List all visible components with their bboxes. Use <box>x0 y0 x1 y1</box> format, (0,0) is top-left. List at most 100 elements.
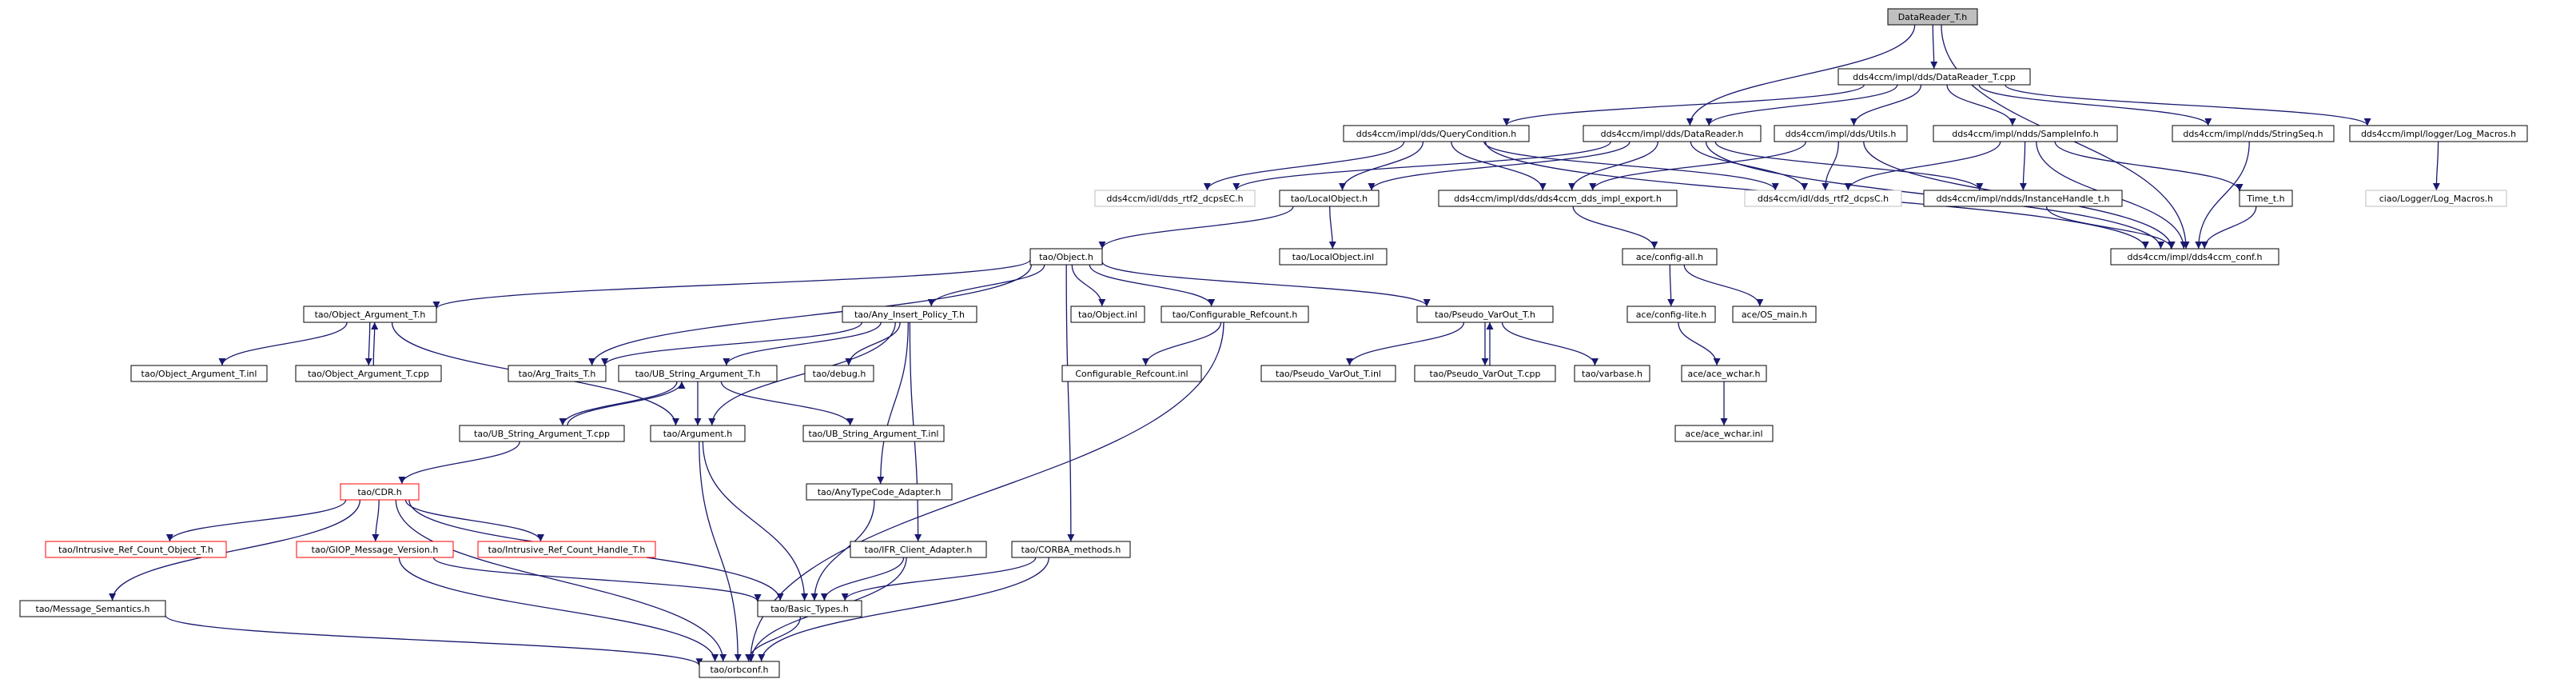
file-node-box <box>1414 365 1556 382</box>
dependency-edge <box>432 557 762 602</box>
file-node[interactable]: dds4ccm/idl/dds_rtf2_dcpsEC.h <box>1094 190 1256 207</box>
file-node[interactable]: tao/debug.h <box>804 365 874 382</box>
root-file-node: DataReader_T.h <box>1887 8 1978 26</box>
file-node-label: tao/Configurable_Refcount.h <box>1173 310 1298 320</box>
file-node-box <box>1161 306 1309 323</box>
dependency-edge <box>395 499 727 662</box>
file-node[interactable]: tao/Object_Argument_T.h <box>303 306 437 323</box>
file-node-box <box>2365 190 2507 207</box>
file-node-label: tao/IFR_Client_Adapter.h <box>865 545 973 555</box>
file-node[interactable]: dds4ccm/impl/dds/DataReader.h <box>1583 125 1762 142</box>
file-node[interactable]: dds4ccm/impl/dds/dds4ccm_dds_impl_export… <box>1438 190 1678 207</box>
file-node[interactable]: dds4ccm/impl/logger/Log_Macros.h <box>2349 125 2528 142</box>
file-node[interactable]: tao/Pseudo_VarOut_T.h <box>1416 306 1554 323</box>
dependency-edge <box>2054 141 2244 192</box>
file-node[interactable]: ace/config-all.h <box>1622 248 1718 266</box>
file-node-label: tao/LocalObject.inl <box>1292 252 1374 262</box>
dependency-edge <box>820 557 905 601</box>
file-node[interactable]: tao/varbase.h <box>1574 365 1650 382</box>
file-node-label: dds4ccm/impl/dds4ccm_conf.h <box>2127 252 2262 262</box>
file-node[interactable]: dds4ccm/idl/dds_rtf2_dcpsC.h <box>1744 190 1902 207</box>
file-node[interactable]: dds4ccm/impl/dds/QueryCondition.h <box>1343 125 1530 142</box>
file-node[interactable]: tao/CORBA_methods.h <box>1011 541 1131 558</box>
file-node[interactable]: dds4ccm/impl/ndds/SampleInfo.h <box>1933 125 2118 142</box>
file-node[interactable]: tao/Object.h <box>1029 248 1103 266</box>
file-node[interactable]: ace/OS_main.h <box>1732 306 1817 323</box>
file-node[interactable]: tao/Object_Argument_T.inl <box>130 365 268 382</box>
file-node[interactable]: tao/IFR_Client_Adapter.h <box>850 541 987 558</box>
file-node-box <box>1923 190 2123 207</box>
file-node[interactable]: tao/Intrusive_Ref_Count_Object_T.h <box>45 541 227 558</box>
dependency-edge <box>702 441 809 601</box>
file-node[interactable]: tao/orbconf.h <box>699 661 780 678</box>
file-node[interactable]: tao/CDR.h <box>340 483 420 501</box>
file-node[interactable]: tao/Message_Semantics.h <box>19 600 166 617</box>
file-node[interactable]: tao/Object.inl <box>1070 306 1145 323</box>
file-node[interactable]: tao/AnyTypeCode_Adapter.h <box>806 483 953 501</box>
file-node[interactable]: tao/Intrusive_Ref_Count_Handle_T.h <box>477 541 656 558</box>
dependency-edge <box>720 381 854 426</box>
file-node[interactable]: Configurable_Refcount.inl <box>1061 365 1202 382</box>
file-node-box <box>1837 68 2031 86</box>
file-node-label: tao/Arg_Traits_T.h <box>519 369 596 379</box>
file-node[interactable]: tao/UB_String_Argument_T.cpp <box>459 425 625 442</box>
file-node-label: dds4ccm/impl/dds/Utils.h <box>1786 129 1897 139</box>
file-node[interactable]: tao/UB_String_Argument_T.inl <box>802 425 945 442</box>
dependency-edge <box>398 441 520 485</box>
dependency-edge <box>371 322 379 366</box>
file-node-box <box>1094 190 1256 207</box>
dependency-edge <box>1503 84 1865 126</box>
file-node[interactable]: tao/Pseudo_VarOut_T.inl <box>1260 365 1396 382</box>
file-node-label: ace/OS_main.h <box>1742 310 1807 320</box>
dependency-edge <box>927 264 1045 307</box>
file-node[interactable]: tao/Basic_Types.h <box>757 600 862 617</box>
file-node[interactable]: ace/config-lite.h <box>1626 306 1716 323</box>
dependency-edge <box>699 441 742 662</box>
file-node[interactable]: tao/LocalObject.inl <box>1279 248 1388 266</box>
file-node-box <box>1933 125 2118 142</box>
file-node[interactable]: ace/ace_wchar.h <box>1681 365 1767 382</box>
file-node-box <box>850 541 987 558</box>
file-node-label: ace/config-lite.h <box>1636 310 1707 320</box>
file-node[interactable]: dds4ccm/impl/dds/DataReader_T.cpp <box>1837 68 2031 86</box>
file-node-label: tao/orbconf.h <box>710 665 768 675</box>
file-node[interactable]: tao/Arg_Traits_T.h <box>508 365 607 382</box>
dependency-edge <box>588 264 1033 366</box>
file-node-label: tao/Object_Argument_T.cpp <box>308 369 429 379</box>
file-node[interactable]: tao/Configurable_Refcount.h <box>1161 306 1309 323</box>
dependency-edge <box>1714 141 1984 191</box>
file-node-box <box>19 600 166 617</box>
file-node-label: tao/CDR.h <box>357 487 401 497</box>
dependency-edge <box>398 557 719 662</box>
file-node[interactable]: dds4ccm/impl/ndds/InstanceHandle_t.h <box>1923 190 2123 207</box>
dependency-edge <box>1683 264 1764 307</box>
file-node[interactable]: Time_t.h <box>2239 190 2293 207</box>
file-node-label: ace/ace_wchar.inl <box>1685 429 1762 439</box>
file-node[interactable]: tao/Pseudo_VarOut_T.cpp <box>1414 365 1556 382</box>
file-node[interactable]: ace/ace_wchar.inl <box>1674 425 1774 442</box>
file-node-box <box>1574 365 1650 382</box>
dependency-edge <box>1678 322 1721 366</box>
file-node[interactable]: ciao/Logger/Log_Macros.h <box>2365 190 2507 207</box>
file-node[interactable]: tao/UB_String_Argument_T.h <box>618 365 778 382</box>
file-node[interactable]: tao/Any_Insert_Policy_T.h <box>842 306 977 323</box>
file-node-label: Configurable_Refcount.inl <box>1075 369 1188 379</box>
file-node-box <box>1438 190 1678 207</box>
file-node-box <box>1681 365 1767 382</box>
file-node[interactable]: dds4ccm/impl/dds/Utils.h <box>1774 125 1908 142</box>
file-node[interactable]: tao/GIOP_Message_Version.h <box>296 541 454 558</box>
file-node[interactable]: tao/Object_Argument_T.cpp <box>295 365 442 382</box>
file-node-label: DataReader_T.h <box>1898 12 1968 22</box>
file-node[interactable]: tao/Argument.h <box>650 425 746 442</box>
file-node[interactable]: tao/LocalObject.h <box>1279 190 1380 207</box>
file-node-label: tao/Object.h <box>1039 252 1093 262</box>
dependency-edge <box>1501 322 1599 366</box>
file-node-box <box>1260 365 1396 382</box>
dependency-edge <box>1690 141 1809 191</box>
dependency-edge <box>810 499 875 601</box>
file-node-box <box>1029 248 1103 266</box>
file-node[interactable]: dds4ccm/impl/ndds/StringSeq.h <box>2172 125 2335 142</box>
file-node[interactable]: dds4ccm/impl/dds4ccm_conf.h <box>2110 248 2279 266</box>
file-node-box <box>303 306 437 323</box>
file-node-label: dds4ccm/impl/dds/DataReader.h <box>1601 129 1744 139</box>
